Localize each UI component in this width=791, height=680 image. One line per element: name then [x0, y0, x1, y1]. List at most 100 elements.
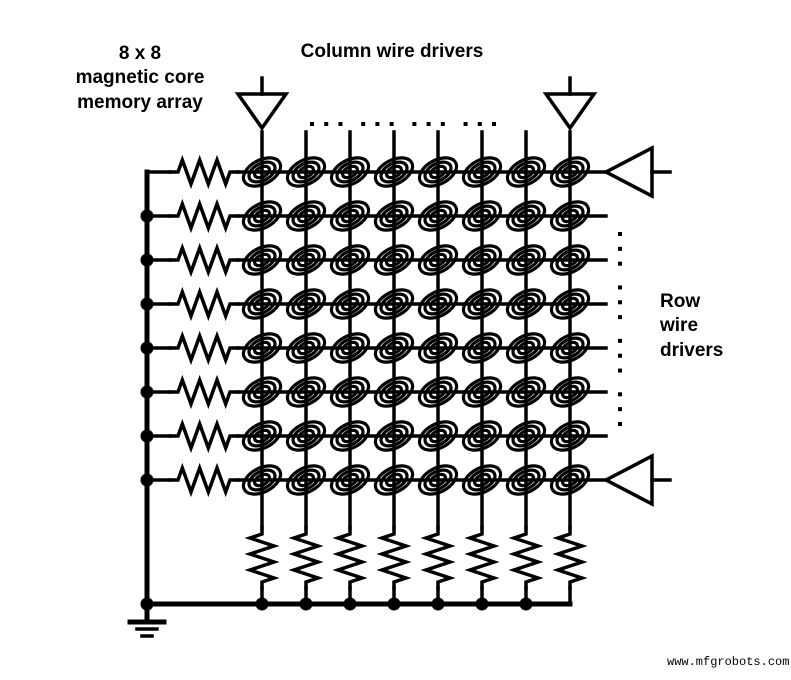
core-ring — [428, 340, 448, 356]
core-ring — [560, 428, 580, 444]
junction-dot — [140, 297, 154, 311]
column-wire-driver — [542, 76, 598, 132]
magnetic-core — [329, 288, 371, 320]
core-ring — [472, 296, 492, 312]
magnetic-core — [461, 244, 503, 276]
magnetic-core — [505, 420, 547, 452]
core-ring — [472, 384, 492, 400]
ellipsis-dot — [389, 122, 394, 126]
core-ring — [247, 204, 277, 228]
core-ring — [428, 472, 448, 488]
core-ring — [241, 200, 283, 232]
core-ring — [329, 156, 371, 188]
column-wire-drivers-label: Column wire drivers — [300, 41, 484, 62]
core-ring — [296, 428, 316, 444]
core-ring — [417, 376, 459, 408]
core-ring — [340, 296, 360, 312]
column-resistor — [332, 526, 368, 590]
junction-dot — [140, 473, 154, 487]
magnetic-core — [505, 200, 547, 232]
core-ring — [423, 292, 453, 316]
magnetic-core — [373, 200, 415, 232]
column-resistor — [244, 526, 280, 590]
core-ring — [340, 164, 360, 180]
junction-dot — [140, 385, 154, 399]
core-ring — [505, 420, 547, 452]
row-wire-driver — [602, 145, 672, 199]
magnetic-core — [241, 156, 283, 188]
core-ring — [379, 336, 409, 360]
core-ring — [516, 208, 536, 224]
core-ring — [417, 156, 459, 188]
junction-dot — [387, 597, 401, 611]
magnetic-core — [417, 464, 459, 496]
core-ring — [423, 248, 453, 272]
core-ring — [555, 380, 585, 404]
magnetic-core — [461, 332, 503, 364]
core-ring — [384, 340, 404, 356]
core-ring — [247, 380, 277, 404]
core-ring — [511, 160, 541, 184]
core-ring — [373, 200, 415, 232]
junction-dot-layer — [140, 209, 533, 611]
core-ring — [549, 156, 591, 188]
core-ring — [516, 296, 536, 312]
column-resistor — [464, 526, 500, 590]
core-ring — [373, 332, 415, 364]
junction-dot — [140, 253, 154, 267]
core-ring — [549, 464, 591, 496]
ellipsis-dot — [361, 122, 366, 126]
core-ring — [291, 336, 321, 360]
magnetic-core — [461, 464, 503, 496]
ellipsis-dot — [618, 422, 622, 426]
magnetic-core — [285, 376, 327, 408]
magnetic-core — [549, 156, 591, 188]
ellipsis-dot — [375, 122, 380, 126]
ellipsis-dot — [618, 300, 622, 305]
core-ring — [461, 420, 503, 452]
core-ring — [373, 464, 415, 496]
core-ring — [384, 208, 404, 224]
junction-dot — [140, 341, 154, 355]
core-ring — [241, 464, 283, 496]
core-ring — [252, 472, 272, 488]
magnetic-core — [505, 288, 547, 320]
core-ring — [467, 248, 497, 272]
row-resistor — [168, 330, 240, 366]
core-ring — [428, 428, 448, 444]
core-ring — [505, 376, 547, 408]
core-ring — [472, 164, 492, 180]
core-ring — [555, 160, 585, 184]
core-ring — [335, 424, 365, 448]
core-ring — [379, 424, 409, 448]
core-ring — [252, 208, 272, 224]
core-ring — [285, 376, 327, 408]
magnetic-core — [241, 376, 283, 408]
core-ring — [417, 244, 459, 276]
junction-dot — [140, 209, 154, 223]
core-ring — [560, 340, 580, 356]
core-ring — [285, 420, 327, 452]
core-ring — [505, 244, 547, 276]
junction-dot — [519, 597, 533, 611]
core-ring — [560, 296, 580, 312]
core-ring — [285, 288, 327, 320]
magnetic-core — [373, 420, 415, 452]
magnetic-core — [329, 244, 371, 276]
core-ring — [461, 376, 503, 408]
core-ring — [516, 164, 536, 180]
core-ring — [291, 292, 321, 316]
magnetic-core — [505, 376, 547, 408]
magnetic-core — [329, 420, 371, 452]
core-ring — [467, 468, 497, 492]
ground-symbol-layer — [127, 601, 167, 638]
core-ring — [296, 164, 316, 180]
core-ring — [329, 200, 371, 232]
magnetic-core — [505, 332, 547, 364]
core-ring — [511, 424, 541, 448]
magnetic-core — [461, 376, 503, 408]
core-ring — [335, 336, 365, 360]
magnetic-core — [549, 420, 591, 452]
magnetic-core — [373, 156, 415, 188]
